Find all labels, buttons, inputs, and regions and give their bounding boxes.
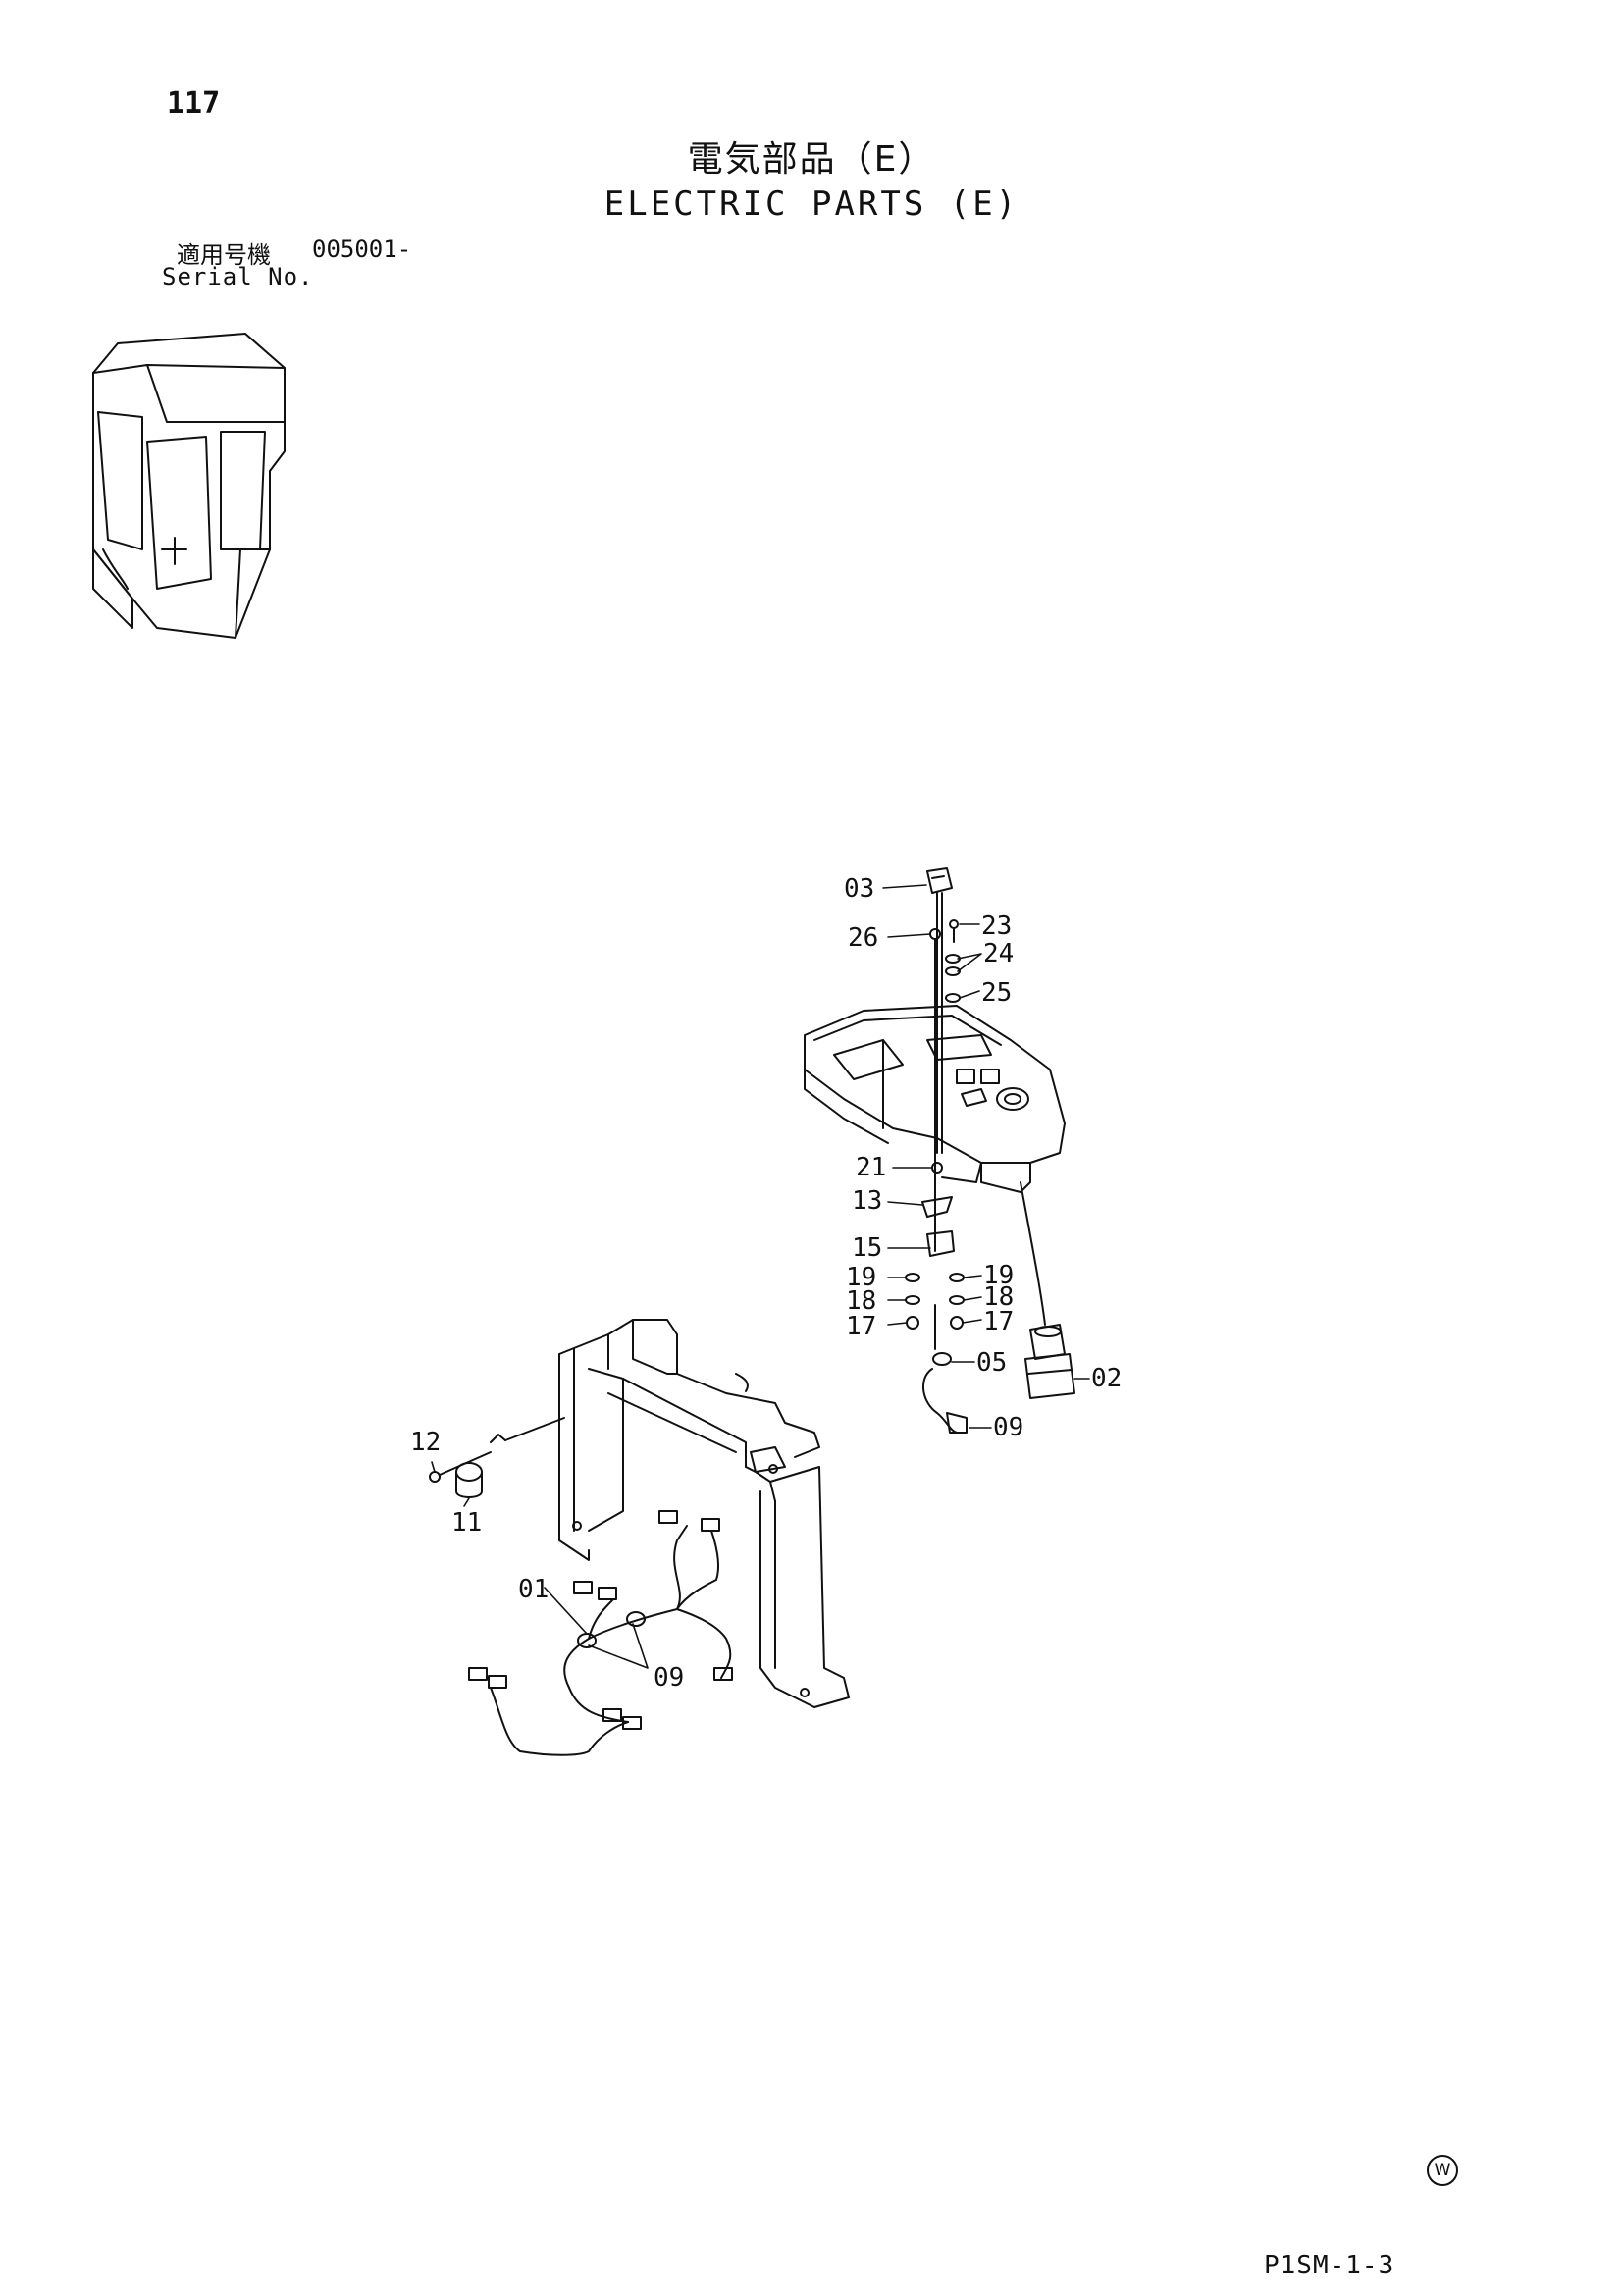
callout-18-left: 18: [846, 1286, 876, 1316]
title-japanese: 電気部品（E）: [687, 139, 936, 180]
bracket-frame-icon: [558, 1319, 850, 1708]
callout-21: 21: [856, 1153, 886, 1182]
key-and-bolts-icon: [905, 867, 1046, 1434]
callout-05: 05: [976, 1348, 1007, 1378]
console-assembly-icon: [804, 1005, 1066, 1193]
callout-09-switch: 09: [993, 1413, 1023, 1442]
callout-26: 26: [848, 923, 878, 953]
callout-11: 11: [451, 1508, 482, 1538]
callout-23: 23: [981, 912, 1012, 941]
callout-12: 12: [410, 1428, 441, 1457]
cab-illustration-icon: [92, 333, 286, 639]
callout-17-left: 17: [846, 1312, 876, 1341]
serial-label-japanese: 適用号機: [177, 241, 271, 269]
callout-09-harness: 09: [654, 1663, 684, 1693]
callout-18-right: 18: [983, 1282, 1014, 1312]
switch-icon: [1024, 1324, 1075, 1399]
leader-lines: [431, 884, 1090, 1669]
wire-harness-icon: [468, 1510, 733, 1756]
callout-17-right: 17: [983, 1307, 1014, 1336]
callout-15: 15: [852, 1233, 882, 1263]
footer-drawing-code: P1SM-1-3: [1264, 2251, 1395, 2280]
callout-02: 02: [1091, 1364, 1122, 1393]
callout-24: 24: [983, 939, 1014, 968]
serial-value: 005001-: [312, 235, 412, 263]
buzzer-icon: [429, 1417, 565, 1498]
callout-19-right: 19: [983, 1261, 1014, 1290]
serial-label-english: Serial No.: [162, 263, 314, 290]
title-english: ELECTRIC PARTS (E): [603, 184, 1020, 224]
callout-25: 25: [981, 978, 1012, 1008]
callout-03: 03: [844, 874, 874, 904]
callout-01: 01: [518, 1575, 549, 1604]
callout-13: 13: [852, 1186, 882, 1216]
page-number: 117: [167, 86, 221, 121]
callout-19-left: 19: [846, 1263, 876, 1292]
copyright-w-mark: W: [1427, 2155, 1458, 2186]
